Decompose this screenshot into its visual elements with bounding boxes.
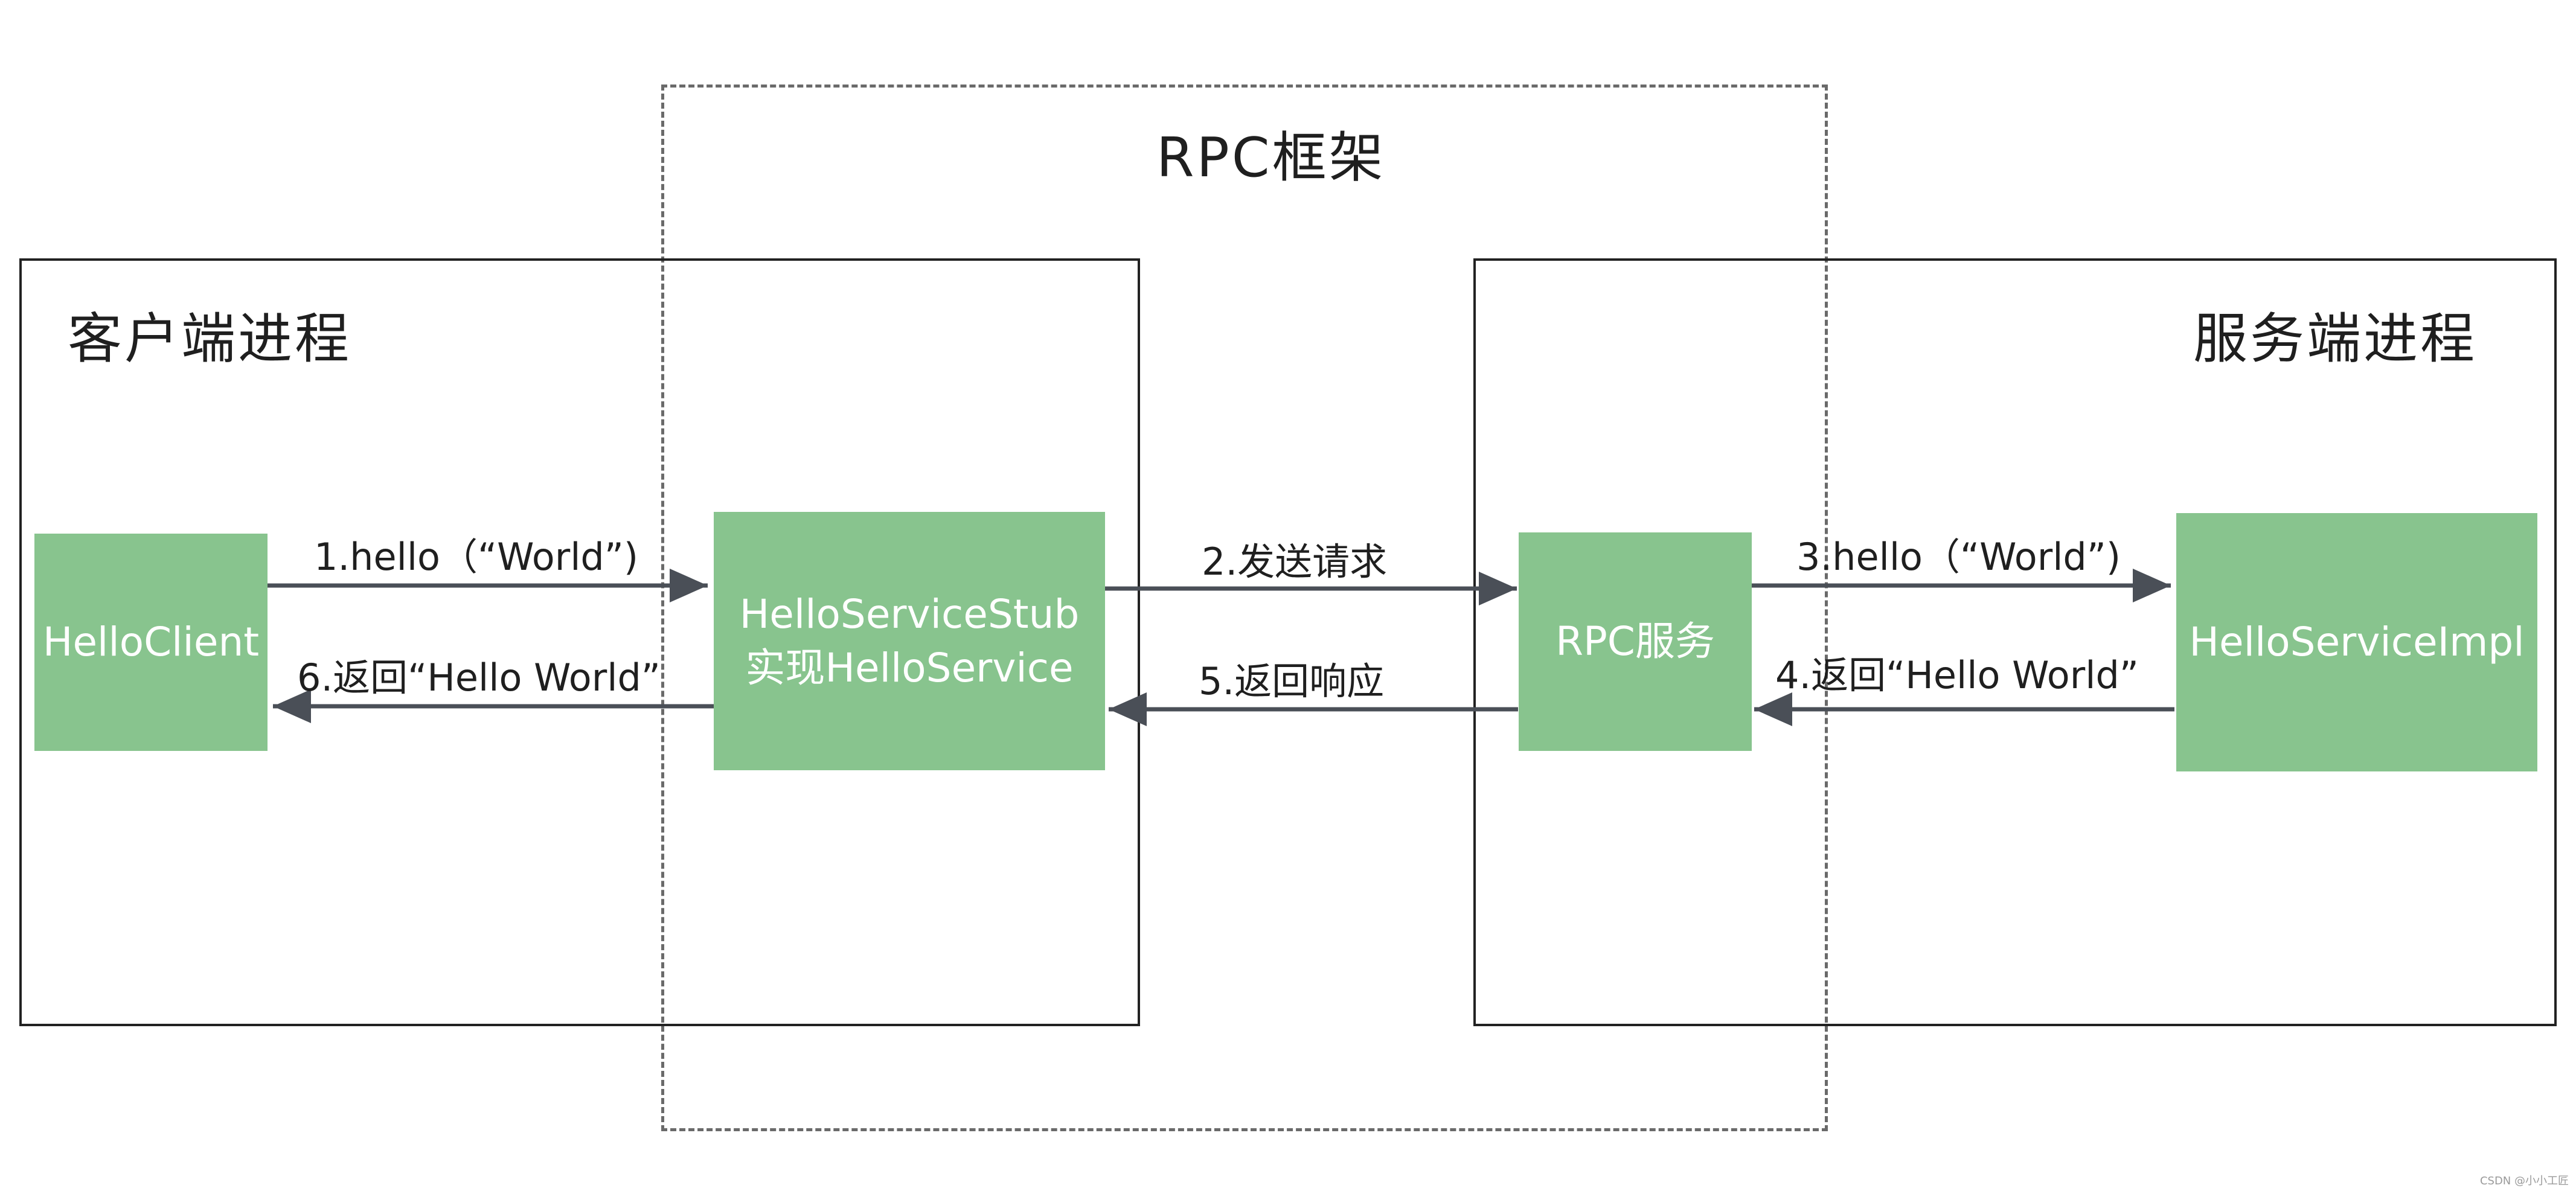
- rpc-framework-boundary: [661, 85, 1828, 1131]
- rpc-service-box: RPC服务: [1519, 532, 1752, 751]
- server-process-container: [1473, 258, 2557, 1026]
- client-process-container: [19, 258, 1140, 1026]
- arrow-label-step3: 3.hello（“World”): [1796, 535, 2121, 579]
- client-process-title: 客户端进程: [68, 307, 351, 371]
- rpc-service-label: RPC服务: [1556, 618, 1715, 665]
- csdn-watermark: CSDN @小小工匠: [2479, 1175, 2569, 1187]
- hello-service-impl-label: HelloServiceImpl: [2189, 619, 2525, 666]
- arrow-label-step2: 2.发送请求: [1202, 540, 1388, 584]
- stub-label-line1: HelloServiceStub: [739, 590, 1080, 637]
- server-process-title: 服务端进程: [2193, 307, 2477, 371]
- arrow-label-step1: 1.hello（“World”): [314, 535, 639, 579]
- hello-client-label: HelloClient: [42, 619, 260, 666]
- arrow-label-step6: 6.返回“Hello World”: [297, 656, 661, 700]
- hello-service-stub-box: HelloServiceStub 实现HelloService: [714, 512, 1105, 770]
- hello-service-impl-box: HelloServiceImpl: [2176, 513, 2537, 771]
- framework-title: RPC框架: [1156, 126, 1386, 190]
- arrow-label-step4: 4.返回“Hello World”: [1775, 653, 2139, 697]
- stub-label-line2: 实现HelloService: [745, 645, 1074, 691]
- hello-client-box: HelloClient: [34, 534, 268, 751]
- arrow-label-step5: 5.返回响应: [1199, 659, 1385, 703]
